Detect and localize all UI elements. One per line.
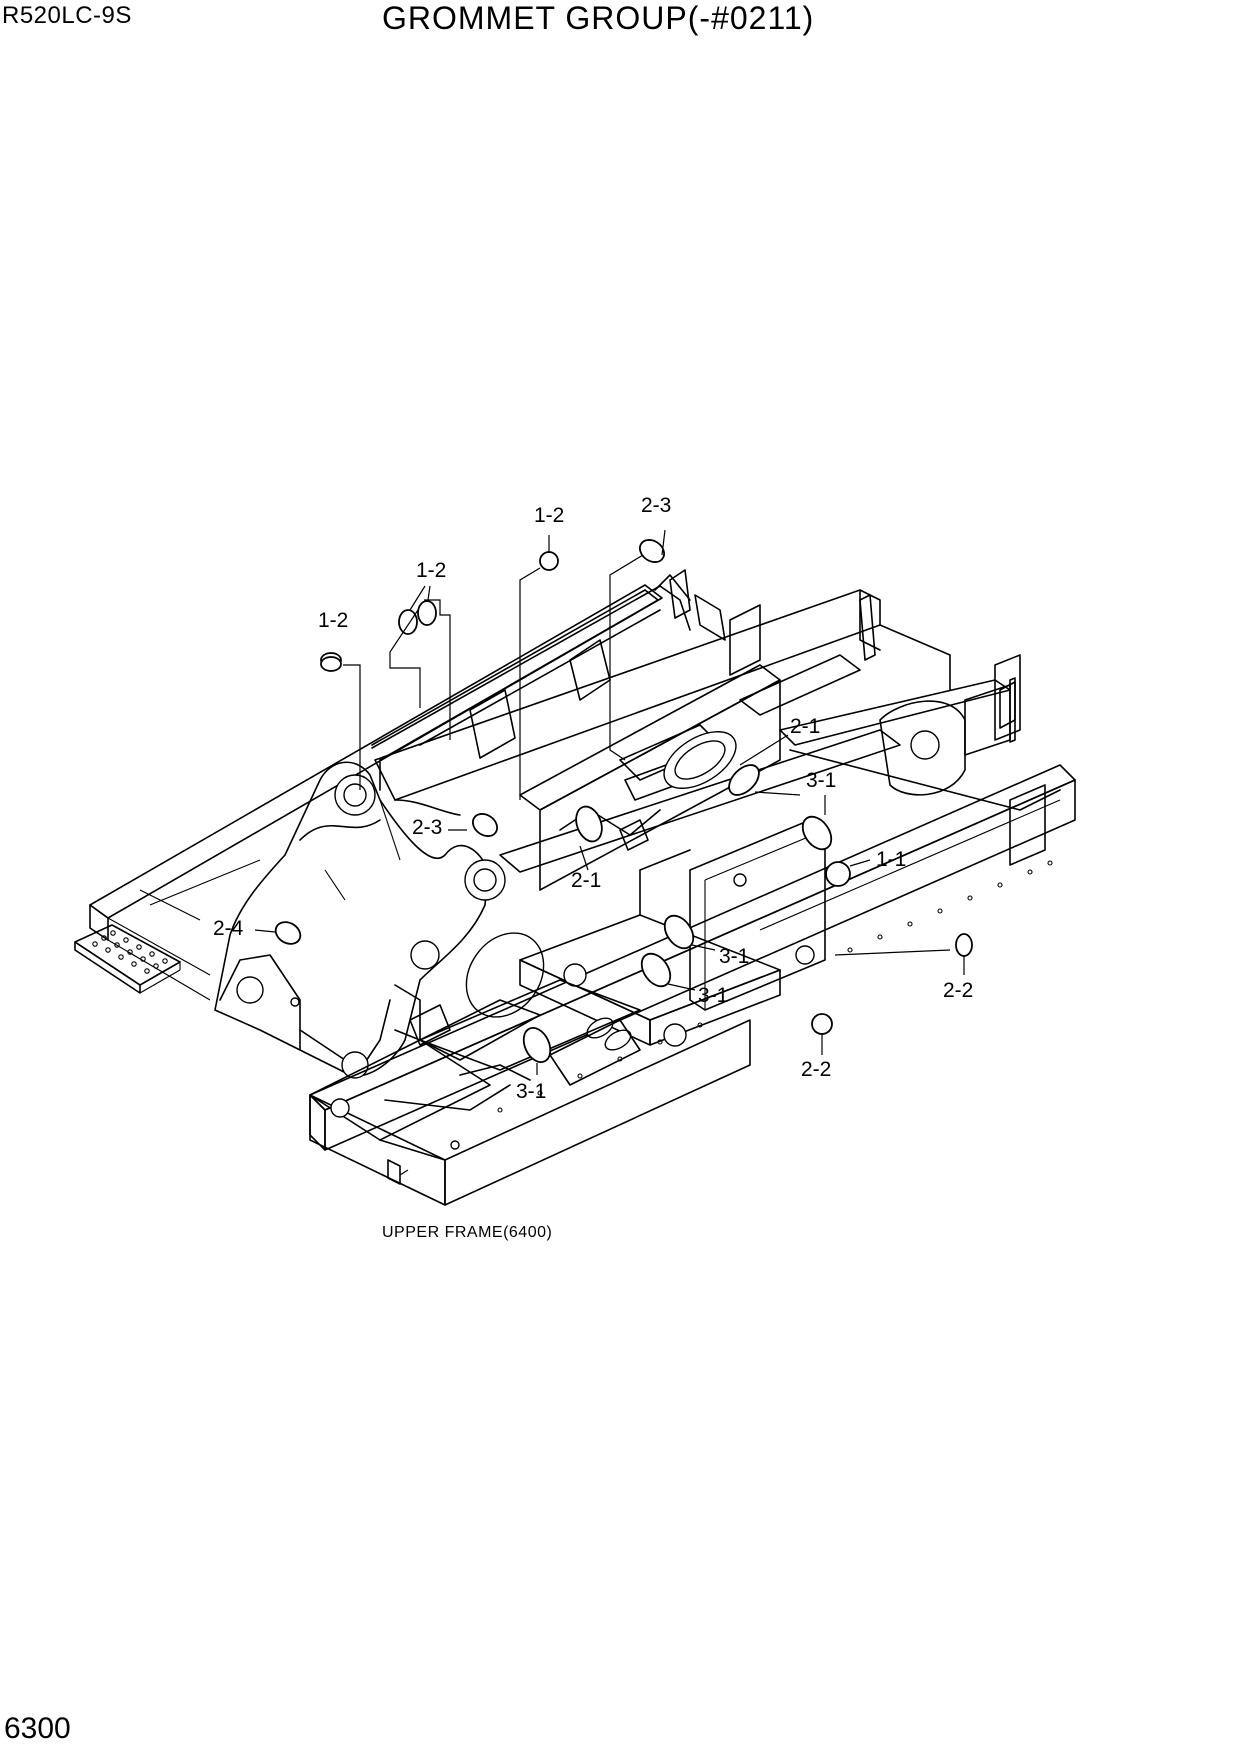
- page-title: GROMMET GROUP(-#0211): [382, 0, 815, 36]
- callout-3-1-lower: 3-1: [698, 984, 728, 1007]
- step-plate: [74, 924, 181, 994]
- callout-3-1-mid: 3-1: [719, 945, 749, 968]
- callout-2-3-left: 2-3: [412, 816, 442, 839]
- leader-lines: [254, 529, 965, 1075]
- page-number: 6300: [4, 1712, 71, 1745]
- grommets: [274, 539, 973, 1063]
- callout-2-1-center: 2-1: [571, 869, 601, 892]
- callout-3-1-right: 3-1: [806, 769, 836, 792]
- callout-1-2-c: 1-2: [534, 504, 564, 527]
- lower-deck: [409, 819, 826, 1086]
- callout-2-4: 2-4: [213, 917, 244, 940]
- callout-2-2-right: 2-2: [943, 979, 973, 1002]
- callout-1-2-b: 1-2: [416, 559, 446, 582]
- center-deck: [519, 654, 861, 891]
- left-side-rail: [89, 584, 663, 1001]
- model-number: R520LC-9S: [2, 2, 132, 29]
- callout-2-1-right: 2-1: [790, 715, 820, 738]
- bottom-frame: [309, 999, 751, 1206]
- frame-caption: UPPER FRAME(6400): [382, 1224, 553, 1241]
- callout-3-1-bottom: 3-1: [516, 1080, 546, 1103]
- callout-2-3-top: 2-3: [641, 494, 671, 517]
- callout-2-2-bottom: 2-2: [801, 1058, 831, 1081]
- callout-1-2-a: 1-2: [318, 609, 348, 632]
- boom-bracket: [214, 761, 545, 1079]
- upper-channel: [371, 569, 761, 791]
- boom-rail: [374, 589, 951, 816]
- callout-1-1: 1-1: [876, 848, 906, 871]
- callout-labels: 1-2 1-2 1-2 2-3 2-1 3-1 2-3 2-1 1-1 2-4 …: [213, 494, 973, 1103]
